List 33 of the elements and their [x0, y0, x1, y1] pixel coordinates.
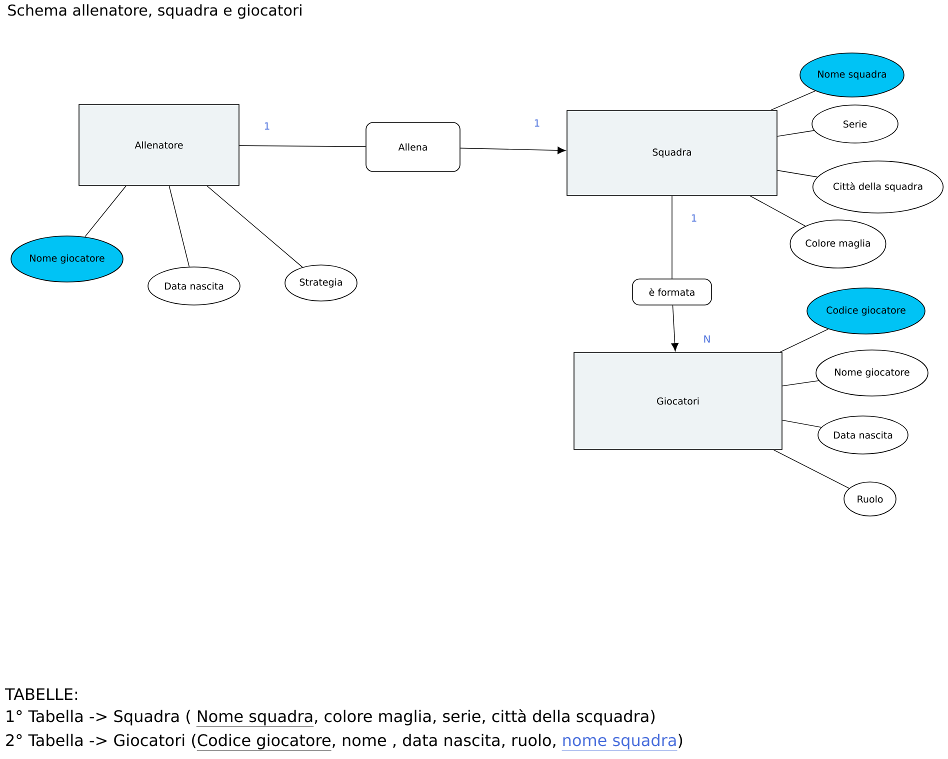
connector [168, 186, 190, 268]
connector [782, 420, 822, 428]
relationship-box: è formata [632, 278, 712, 306]
entity-box: Giocatori [574, 352, 782, 450]
table-text: TABELLE: [4, 688, 78, 700]
table-text: , colore maglia, serie, città della scquadra) [314, 709, 655, 726]
entity-box: Allenatore [78, 104, 240, 186]
connector [780, 328, 829, 352]
title: Schema allenatore, squadra e giocatori [8, 4, 302, 19]
table-text: 2° Tabella -> Giocatori ( [6, 734, 196, 748]
table-text: ) [678, 734, 682, 748]
key-field-text: Codice giocatore [196, 734, 332, 751]
cardinality-label: 1 [262, 121, 272, 131]
cardinality-label: 1 [690, 213, 698, 223]
connector [206, 186, 303, 268]
relationship-box: Allena [366, 122, 460, 172]
cardinality-label: N [702, 334, 712, 344]
connector [782, 380, 820, 386]
connector [84, 186, 126, 238]
key-field-text: Nome squadra [196, 710, 314, 727]
connector [671, 305, 679, 352]
key-field-text: nome squadra [562, 734, 678, 751]
connector [777, 170, 818, 178]
connector [777, 130, 814, 137]
connector [773, 450, 850, 489]
table-text: , nome , data nascita, ruolo, [332, 734, 556, 748]
connector [239, 145, 366, 147]
cardinality-label: 1 [532, 118, 542, 128]
connector [460, 146, 566, 154]
entity-box: Squadra [566, 110, 778, 196]
connector [770, 90, 816, 110]
connector [750, 196, 806, 226]
table-text: 1° Tabella -> Squadra ( [6, 710, 190, 726]
